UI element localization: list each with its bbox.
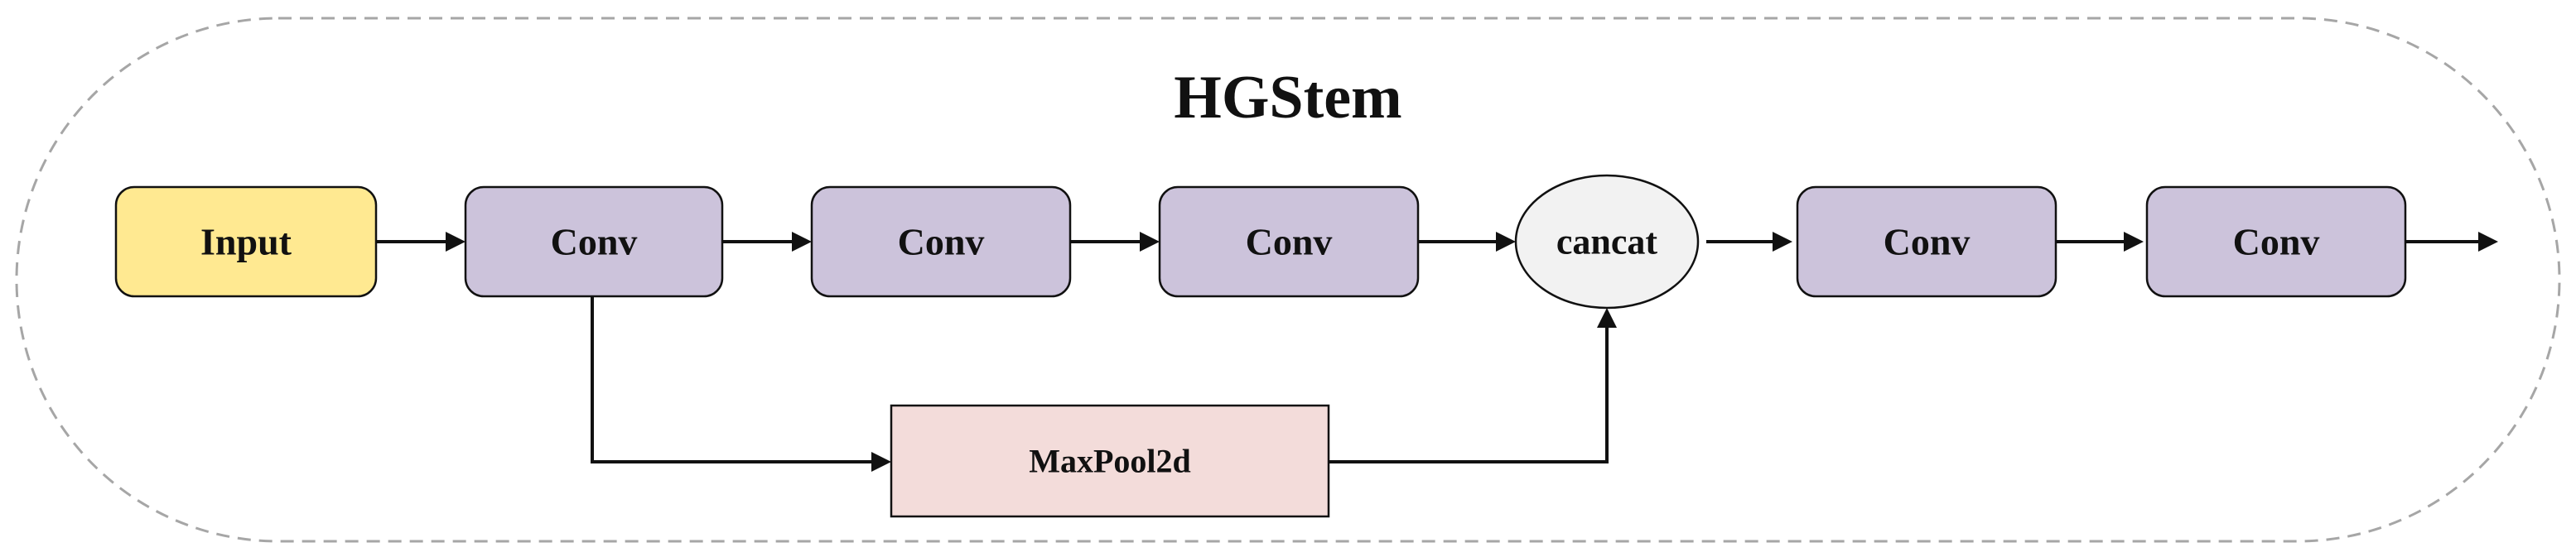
arrowheads bbox=[446, 232, 2498, 472]
diagram-title: HGStem bbox=[1174, 64, 1401, 132]
node-conv-3-label: Conv bbox=[1246, 221, 1333, 263]
node-maxpool-box bbox=[890, 404, 1330, 518]
node-conv-2-box bbox=[810, 185, 1072, 298]
node-cancat-ellipse bbox=[1514, 174, 1700, 310]
arrowhead-icon bbox=[2478, 232, 2498, 252]
edge-conv1-maxpool bbox=[591, 296, 878, 463]
node-cancat: cancat bbox=[1514, 174, 1700, 310]
edges bbox=[376, 240, 2487, 463]
arrowhead-icon bbox=[1140, 232, 1160, 252]
node-conv-1-label: Conv bbox=[551, 221, 638, 263]
arrowhead-icon bbox=[1496, 232, 1516, 252]
node-conv-3-box bbox=[1158, 185, 1420, 298]
node-conv-4: Conv bbox=[1796, 185, 2057, 298]
arrowhead-icon bbox=[2124, 232, 2144, 252]
node-conv-5-label: Conv bbox=[2233, 221, 2320, 263]
node-maxpool-label: MaxPool2d bbox=[1029, 443, 1191, 480]
node-conv-4-label: Conv bbox=[1884, 221, 1971, 263]
arrowhead-icon bbox=[1773, 232, 1792, 252]
edge-maxpool-cancat bbox=[1329, 316, 1609, 463]
arrowhead-icon bbox=[446, 232, 466, 252]
node-cancat-label: cancat bbox=[1556, 222, 1658, 262]
arrowhead-icon bbox=[792, 232, 812, 252]
node-conv-1: Conv bbox=[464, 185, 724, 298]
node-conv-4-box bbox=[1796, 185, 2057, 298]
node-input-label: Input bbox=[200, 221, 292, 263]
node-conv-3: Conv bbox=[1158, 185, 1420, 298]
node-conv-2: Conv bbox=[810, 185, 1072, 298]
node-maxpool: MaxPool2d bbox=[890, 404, 1330, 518]
node-conv-5: Conv bbox=[2145, 185, 2407, 298]
arrowhead-icon bbox=[871, 452, 891, 472]
node-input: Input bbox=[114, 185, 378, 298]
node-conv-5-box bbox=[2145, 185, 2407, 298]
node-input-box bbox=[114, 185, 378, 298]
node-conv-1-box bbox=[464, 185, 724, 298]
arrowhead-icon bbox=[1597, 308, 1617, 328]
node-conv-2-label: Conv bbox=[898, 221, 985, 263]
